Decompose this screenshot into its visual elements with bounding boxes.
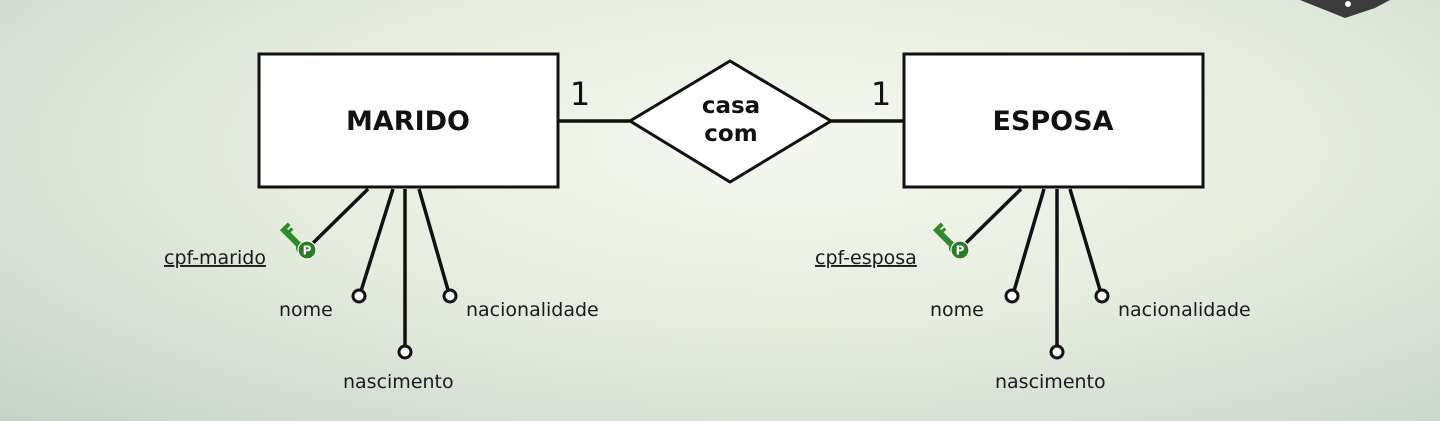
attr-end-nacionalidade-marido (442, 288, 458, 304)
attr-line-nacionalidade-marido (417, 188, 450, 291)
attribute-group-marido: P cpf-marido nome nascimento nacionalida… (164, 187, 599, 393)
relationship-casa-com[interactable]: casa com (627, 59, 834, 184)
cardinality-left: 1 (570, 75, 590, 113)
attr-line-nome-esposa (1012, 188, 1046, 292)
attr-label-nascimento-marido: nascimento (343, 371, 454, 393)
attr-line-nome-marido (359, 188, 395, 292)
entity-esposa[interactable]: ESPOSA (902, 52, 1205, 189)
primary-key-badge-letter: P (303, 244, 312, 258)
key-icon: P (932, 222, 970, 260)
entity-label-marido: MARIDO (346, 106, 470, 137)
entity-box-marido (257, 52, 560, 189)
relationship-label-line2: com (704, 121, 757, 147)
key-icon: P (279, 222, 317, 260)
relationship-label-line1: casa (702, 93, 760, 119)
attr-label-nome-esposa: nome (930, 299, 984, 321)
entity-marido[interactable]: MARIDO (257, 52, 560, 189)
attr-end-nascimento-esposa (1049, 344, 1065, 360)
attribute-group-esposa: P cpf-esposa nome nascimento nacionalida… (815, 187, 1251, 393)
attr-label-nacionalidade-esposa: nacionalidade (1118, 299, 1251, 321)
corner-object-icon (1300, 0, 1390, 18)
primary-key-badge (297, 240, 317, 260)
entity-label-esposa: ESPOSA (993, 106, 1114, 137)
entity-box-esposa (902, 52, 1205, 189)
attr-label-cpf-esposa: cpf-esposa (815, 247, 917, 269)
attr-line-cpf-marido (310, 187, 370, 246)
attr-label-nacionalidade-marido: nacionalidade (466, 299, 599, 321)
primary-key-badge (950, 240, 970, 260)
primary-key-badge-letter: P (956, 244, 965, 258)
attr-end-nome-marido (351, 288, 367, 304)
attr-line-nacionalidade-esposa (1068, 188, 1102, 291)
attr-line-cpf-esposa (963, 187, 1023, 246)
attr-label-nome-marido: nome (279, 299, 333, 321)
attr-end-nacionalidade-esposa (1094, 288, 1110, 304)
cardinality-right: 1 (871, 75, 891, 113)
relationship-diamond (627, 59, 834, 184)
attr-end-nascimento-marido (397, 344, 413, 360)
attr-label-cpf-marido: cpf-marido (164, 247, 266, 269)
attr-end-nome-esposa (1004, 288, 1020, 304)
attr-label-nascimento-esposa: nascimento (995, 371, 1106, 393)
